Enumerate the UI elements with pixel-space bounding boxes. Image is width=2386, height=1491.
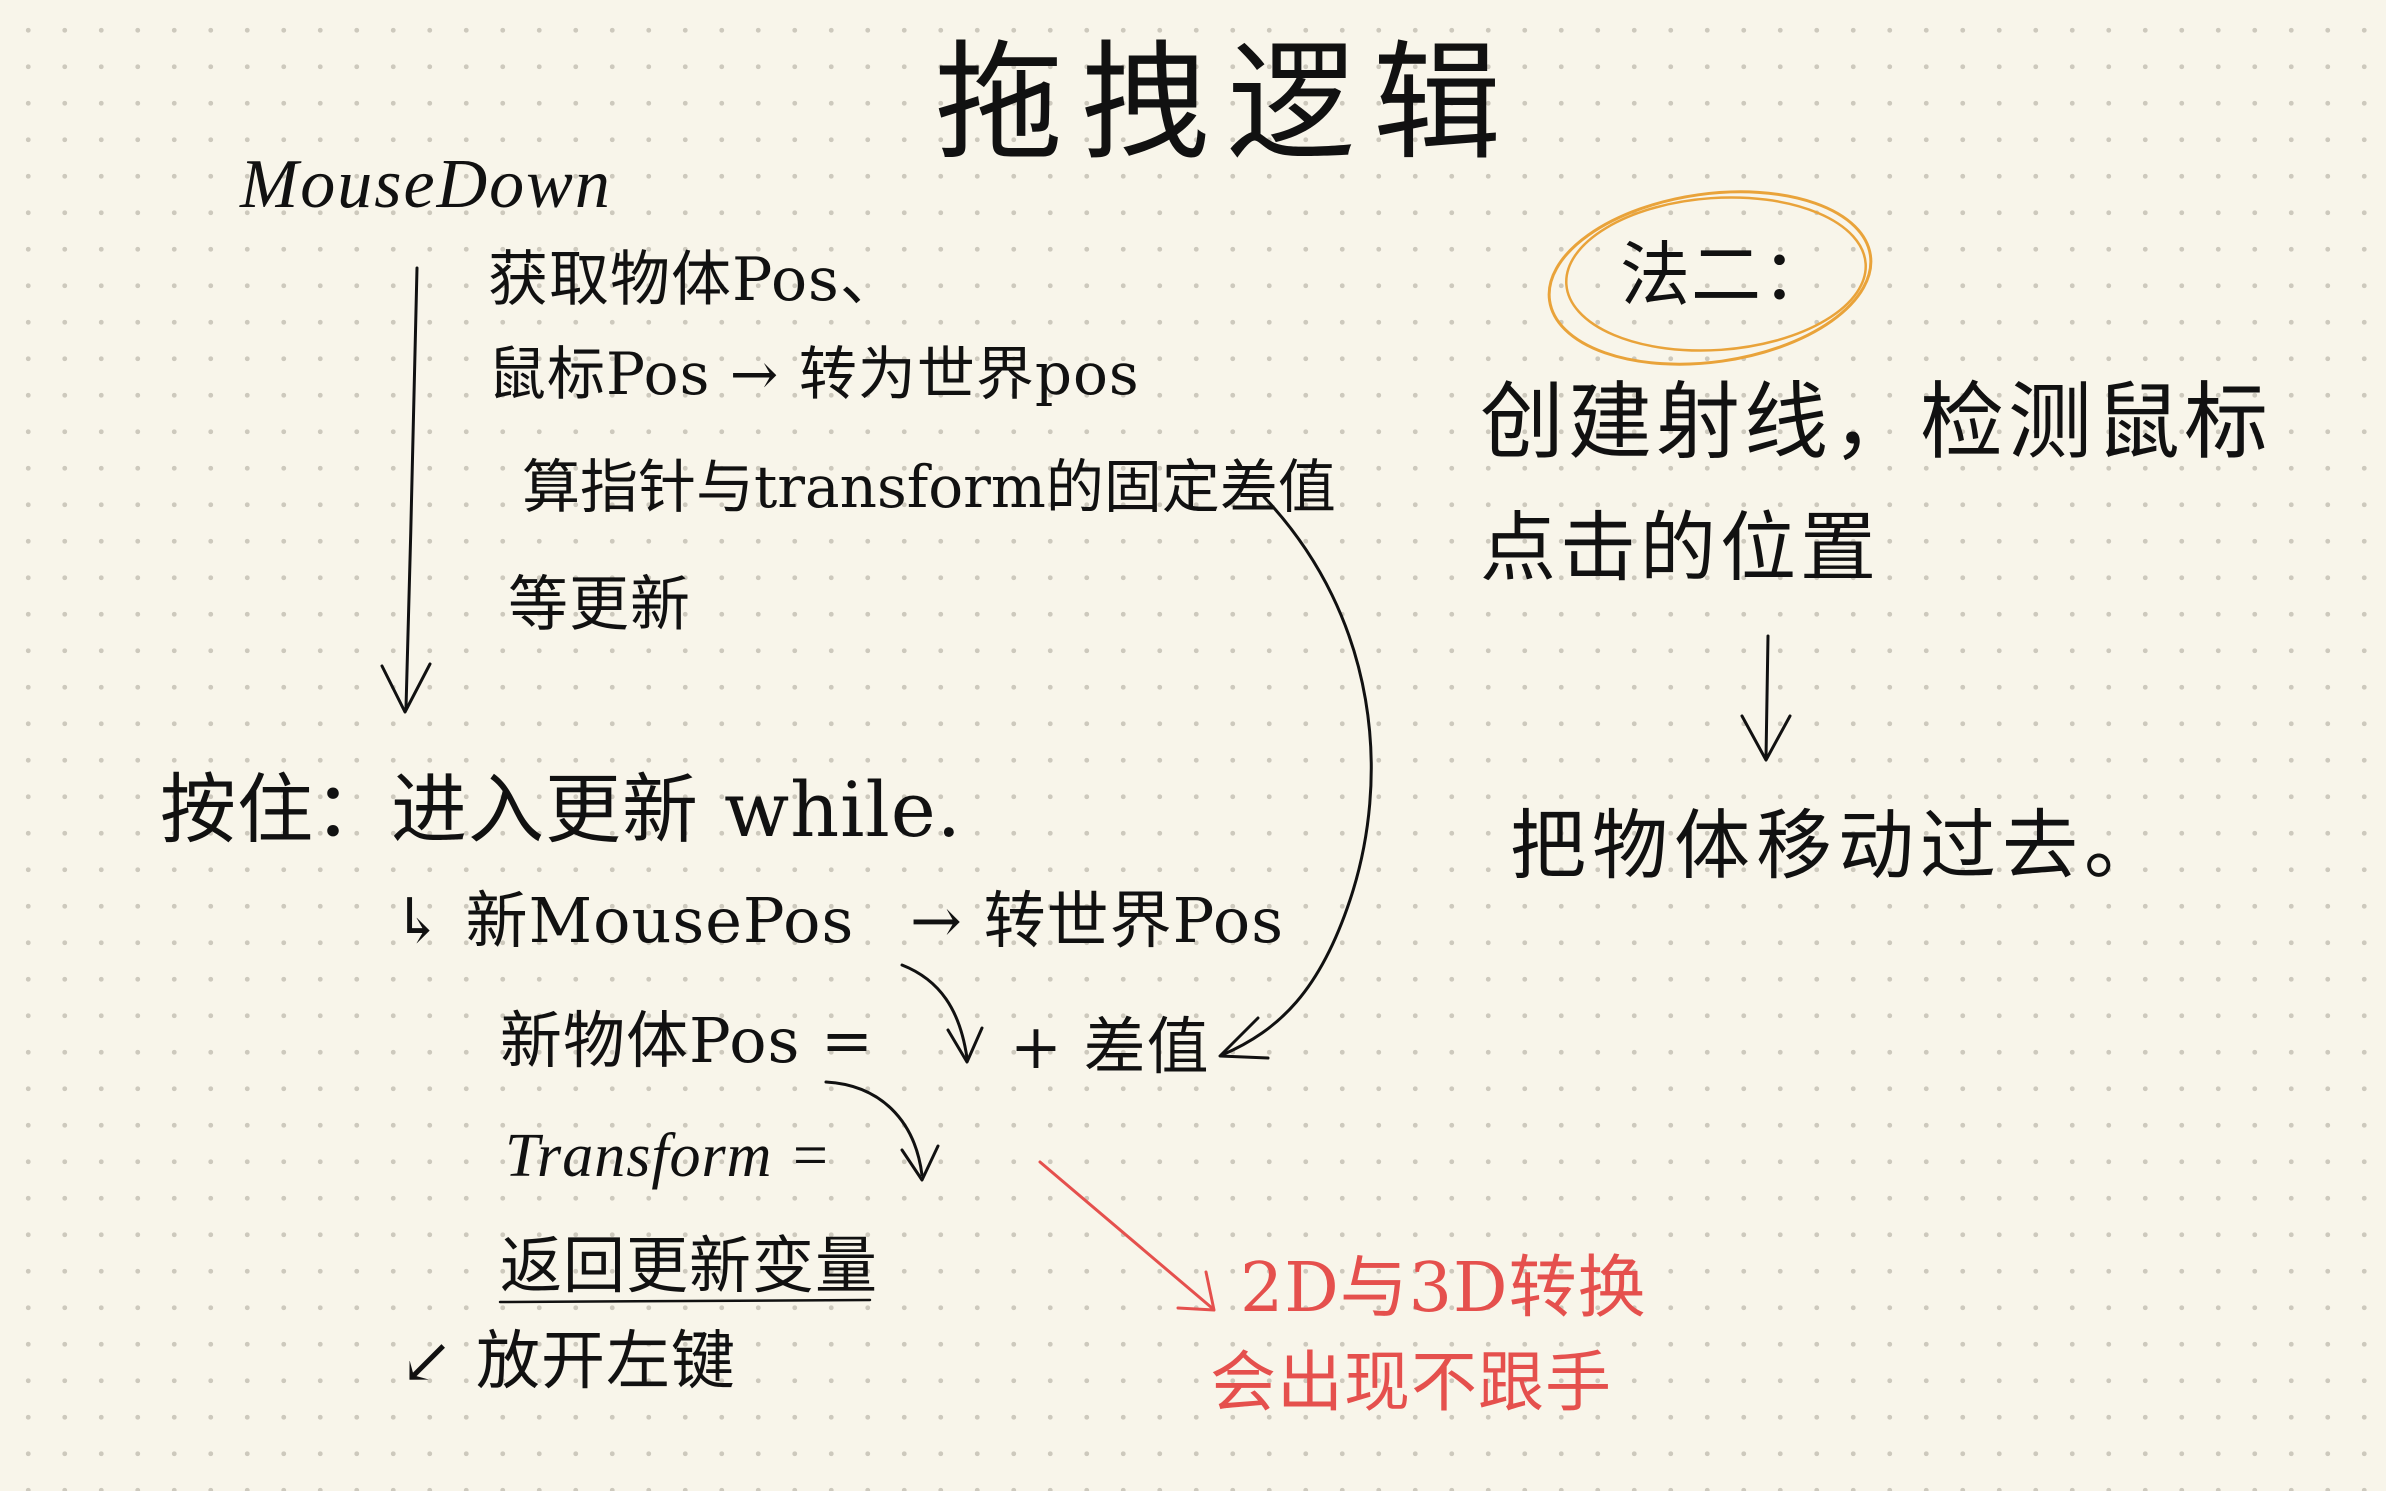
step-get-object-pos: 获取物体Pos、 <box>488 245 901 315</box>
page-title: 拖拽逻辑 <box>935 29 1520 178</box>
loop-return-update: 返回更新变量 <box>500 1229 879 1302</box>
release-left-button: ↙ 放开左键 <box>400 1325 736 1399</box>
step-mouse-to-world: 鼠标Pos → 转为世界pos <box>488 340 1140 408</box>
red-note-line-2: 会出现不跟手 <box>1210 1344 1612 1421</box>
plus-offset: + 差值 <box>1010 1010 1210 1083</box>
method-two-label: 法二： <box>1620 234 1833 316</box>
mouse-down-label: MouseDown <box>240 146 612 223</box>
step-wait-update: 等更新 <box>508 570 691 640</box>
down-arrow-right <box>1740 634 1792 762</box>
hold-enter-loop: 按住：进入更新 while. <box>160 765 962 854</box>
method-two-line-2: 点击的位置 <box>1480 503 1880 592</box>
curved-arrow-offset <box>1218 495 1373 1060</box>
method-two-line-1: 创建射线，检测鼠标 <box>1480 373 2273 471</box>
method-two-result: 把物体移动过去。 <box>1510 801 2166 890</box>
red-note-line-1: 2D与3D转换 <box>1240 1249 1647 1328</box>
loop-new-object-pos: 新物体Pos = <box>500 1004 875 1077</box>
loop-new-mouse-pos: ↳ 新MousePos <box>392 884 855 957</box>
curved-arrow-objpos <box>824 1080 940 1182</box>
red-arrow <box>1038 1160 1216 1312</box>
curved-arrow-mousepos <box>900 963 984 1064</box>
step-compute-offset: 算指针与transform的固定差值 <box>522 453 1336 521</box>
loop-transform-assign: Transform = <box>505 1122 832 1190</box>
down-arrow-mousedown <box>380 266 432 714</box>
loop-to-world-pos: → 转世界Pos <box>910 884 1285 957</box>
